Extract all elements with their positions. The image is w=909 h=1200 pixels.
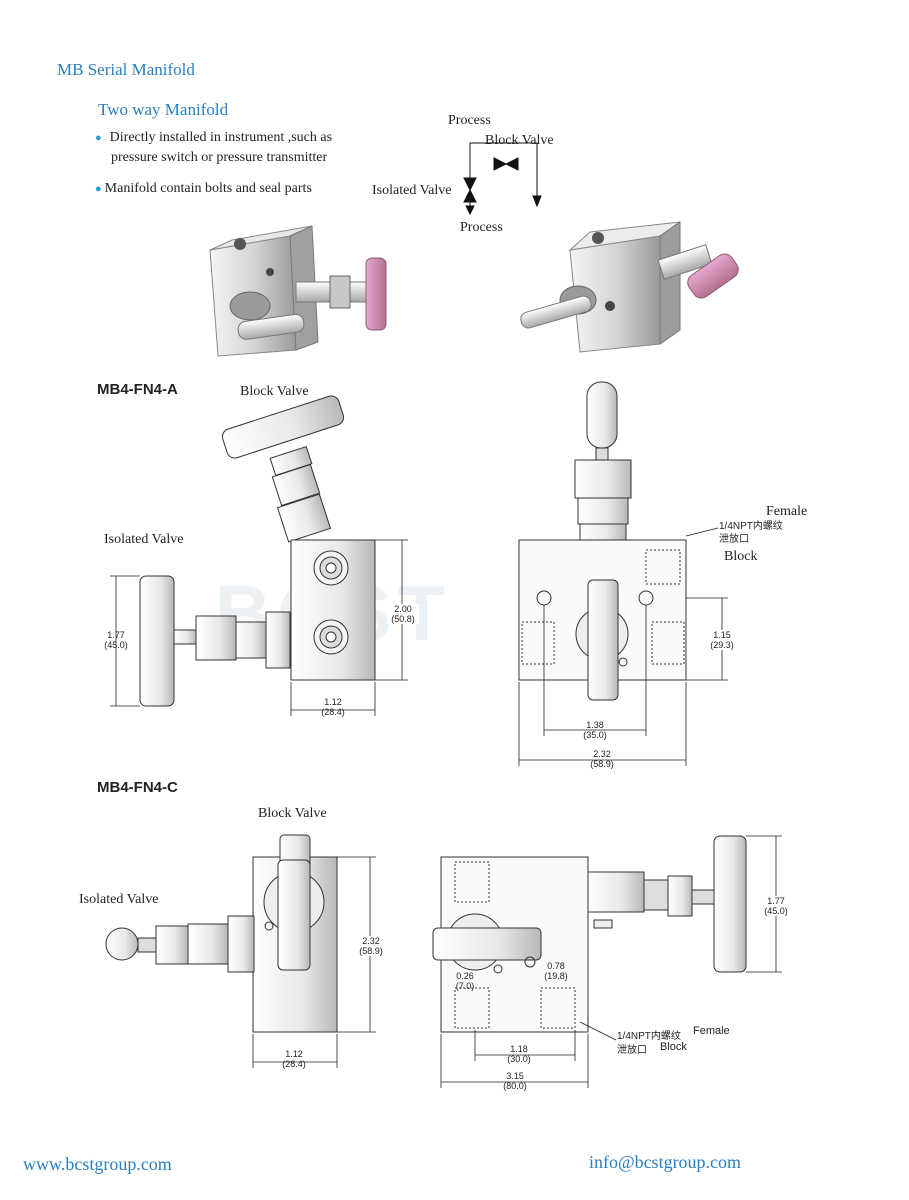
- flow-schematic: [463, 142, 542, 216]
- model-a-front-dimension-lines: [518, 527, 728, 766]
- product-photo-right: [520, 221, 739, 353]
- dim-mm: (35.0): [583, 730, 607, 740]
- model-a-dim-hole: 1.38(35.0): [579, 720, 611, 740]
- model-c-dim-body-width: 1.12(28.4): [278, 1049, 310, 1069]
- dim-mm: (28.4): [282, 1059, 306, 1069]
- subtitle: Two way Manifold: [98, 100, 229, 119]
- model-a-dim-height: 1.77(45.0): [100, 630, 132, 650]
- dim-inch: 1.38: [586, 720, 604, 730]
- dim-inch: 1.12: [324, 697, 342, 707]
- model-a-isolated-valve-label: Isolated Valve: [104, 532, 184, 547]
- dim-inch: 2.32: [593, 749, 611, 759]
- model-c-dim-offset-a: 0.26(7.0): [450, 971, 480, 991]
- dim-inch: 2.32: [362, 936, 380, 946]
- model-a-front-view: [518, 381, 687, 701]
- model-a-side-view: [139, 395, 376, 707]
- bullet-text: Directly installed in instrument ,such a…: [109, 130, 333, 145]
- dim-inch: 1.77: [767, 896, 785, 906]
- model-a-block-label: Block: [724, 549, 758, 564]
- dim-mm: (7.0): [455, 981, 475, 991]
- model-a-dim-body-width: 1.12(28.4): [317, 697, 349, 717]
- model-a-dim-body-height: 2.00(50.8): [387, 604, 419, 624]
- model-a-dim-total: 2.32(58.9): [586, 749, 618, 769]
- model-c-isolated-valve-label: Isolated Valve: [79, 892, 159, 907]
- model-c-dim-total: 3.15(80.0): [499, 1071, 531, 1091]
- bullet-dot-icon: ●: [95, 183, 102, 195]
- dim-inch: 2.00: [394, 604, 412, 614]
- model-c-female-label: Female: [693, 1025, 730, 1037]
- model-a-female-label: Female: [766, 504, 808, 519]
- schematic-process-bottom: Process: [460, 220, 503, 235]
- dim-mm: (58.9): [359, 946, 383, 956]
- model-c-side-view: [105, 834, 338, 1033]
- dim-inch: 1.12: [285, 1049, 303, 1059]
- schematic-block-valve: Block Valve: [485, 133, 554, 148]
- dim-inch: 1.77: [107, 630, 125, 640]
- dim-mm: (58.9): [590, 759, 614, 769]
- model-c-block-valve-label: Block Valve: [258, 806, 327, 821]
- model-c-dim-port: 1.18(30.0): [503, 1044, 535, 1064]
- dim-mm: (28.4): [321, 707, 345, 717]
- dim-mm: (30.0): [507, 1054, 531, 1064]
- dim-inch: 1.18: [510, 1044, 528, 1054]
- schematic-process-top: Process: [448, 113, 491, 128]
- model-c-dim-body-height: 2.32(58.9): [355, 936, 387, 956]
- schematic-isolated-valve: Isolated Valve: [372, 183, 452, 198]
- model-c-front-view: [432, 835, 747, 1033]
- model-a-block-valve-label: Block Valve: [240, 384, 309, 399]
- bullet-item-1-cont: pressure switch or pressure transmitter: [111, 150, 328, 165]
- model-a-title: MB4-FN4-A: [97, 381, 178, 398]
- model-c-dim-height: 1.77(45.0): [760, 896, 792, 916]
- bullet-text: Manifold contain bolts and seal parts: [104, 181, 312, 196]
- dim-inch: 1.15: [713, 630, 731, 640]
- model-c-title: MB4-FN4-C: [97, 779, 178, 796]
- footer-website-link[interactable]: www.bcstgroup.com: [23, 1154, 172, 1174]
- dim-inch: 3.15: [506, 1071, 524, 1081]
- bullet-dot-icon: ●: [95, 132, 102, 144]
- model-c-thread-label: 1/4NPT内螺纹: [617, 1031, 681, 1042]
- footer-email-link[interactable]: info@bcstgroup.com: [589, 1152, 742, 1172]
- dim-mm: (50.8): [391, 614, 415, 624]
- dim-inch: 0.26: [456, 971, 474, 981]
- model-c-block-label: Block: [660, 1041, 687, 1053]
- dim-mm: (29.3): [710, 640, 734, 650]
- model-c-dim-offset-b: 0.78(19.8): [540, 961, 572, 981]
- model-a-thread-label: 1/4NPT内螺纹: [719, 521, 783, 532]
- model-a-dimension-lines: [110, 539, 408, 716]
- bullet-item-1: ● Directly installed in instrument ,such …: [95, 128, 332, 148]
- model-c-vent-label: 泄放口: [617, 1045, 647, 1056]
- dim-mm: (45.0): [764, 906, 788, 916]
- model-a-dim-port: 1.15(29.3): [706, 630, 738, 650]
- dim-mm: (45.0): [104, 640, 128, 650]
- product-photo-left: [209, 225, 387, 357]
- bullet-item-2: ●Manifold contain bolts and seal parts: [95, 179, 312, 199]
- dim-mm: (19.8): [544, 971, 568, 981]
- dim-mm: (80.0): [503, 1081, 527, 1091]
- model-a-vent-label: 泄放口: [719, 534, 749, 545]
- series-title: MB Serial Manifold: [57, 60, 195, 79]
- dim-inch: 0.78: [547, 961, 565, 971]
